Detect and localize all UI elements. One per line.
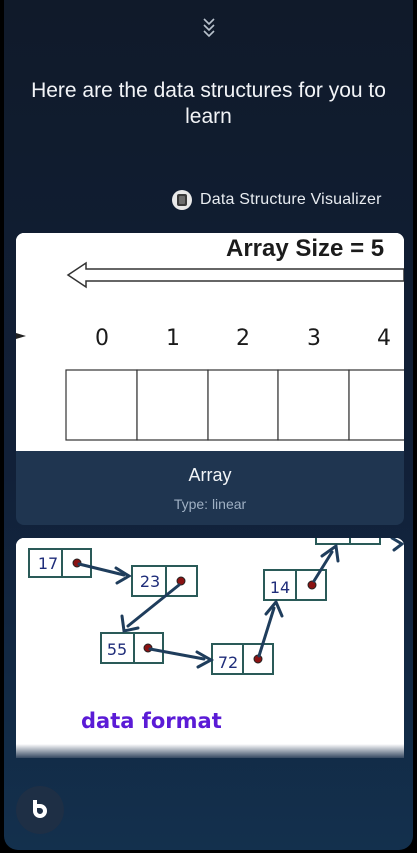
list-node — [315, 538, 381, 545]
data-format-caption: data format — [81, 709, 222, 733]
bixby-icon — [33, 800, 47, 818]
array-cells — [65, 369, 404, 441]
array-index-label: 1 — [166, 326, 180, 351]
node-value: 17 — [38, 554, 58, 573]
list-node — [100, 632, 164, 664]
data-structure-card-array[interactable]: Array Size = 5 0 1 2 3 4 Array Type: lin… — [16, 233, 404, 525]
node-value: 55 — [107, 640, 127, 659]
node-value: 14 — [270, 578, 290, 597]
screen: Here are the data structures for you to … — [4, 0, 413, 850]
array-index-label: 2 — [236, 326, 250, 351]
app-logo-icon — [172, 190, 192, 210]
card-fade — [16, 744, 404, 758]
app-name: Data Structure Visualizer — [200, 191, 382, 208]
array-index-label: 0 — [95, 326, 109, 351]
array-index-label: 3 — [307, 326, 321, 351]
app-attribution[interactable]: Data Structure Visualizer — [172, 188, 382, 212]
card-title: Array — [188, 465, 232, 485]
data-structure-card-linked-list[interactable]: 17 23 55 72 14 — [16, 538, 404, 758]
bixby-button[interactable] — [16, 786, 64, 834]
index-pointer-marker — [16, 333, 26, 339]
array-illustration: Array Size = 5 0 1 2 3 4 — [16, 233, 404, 451]
node-value: 72 — [218, 653, 238, 672]
array-size-arrow — [66, 261, 404, 289]
card-type: Type: linear — [173, 496, 247, 512]
double-chevron-down-icon[interactable] — [199, 16, 219, 38]
list-node — [28, 548, 92, 578]
linked-list-illustration: 17 23 55 72 14 — [16, 538, 404, 758]
array-index-label: 4 — [377, 326, 391, 351]
page-title: Here are the data structures for you to … — [31, 79, 386, 128]
node-value: 23 — [140, 572, 160, 591]
array-size-heading: Array Size = 5 — [226, 235, 384, 262]
